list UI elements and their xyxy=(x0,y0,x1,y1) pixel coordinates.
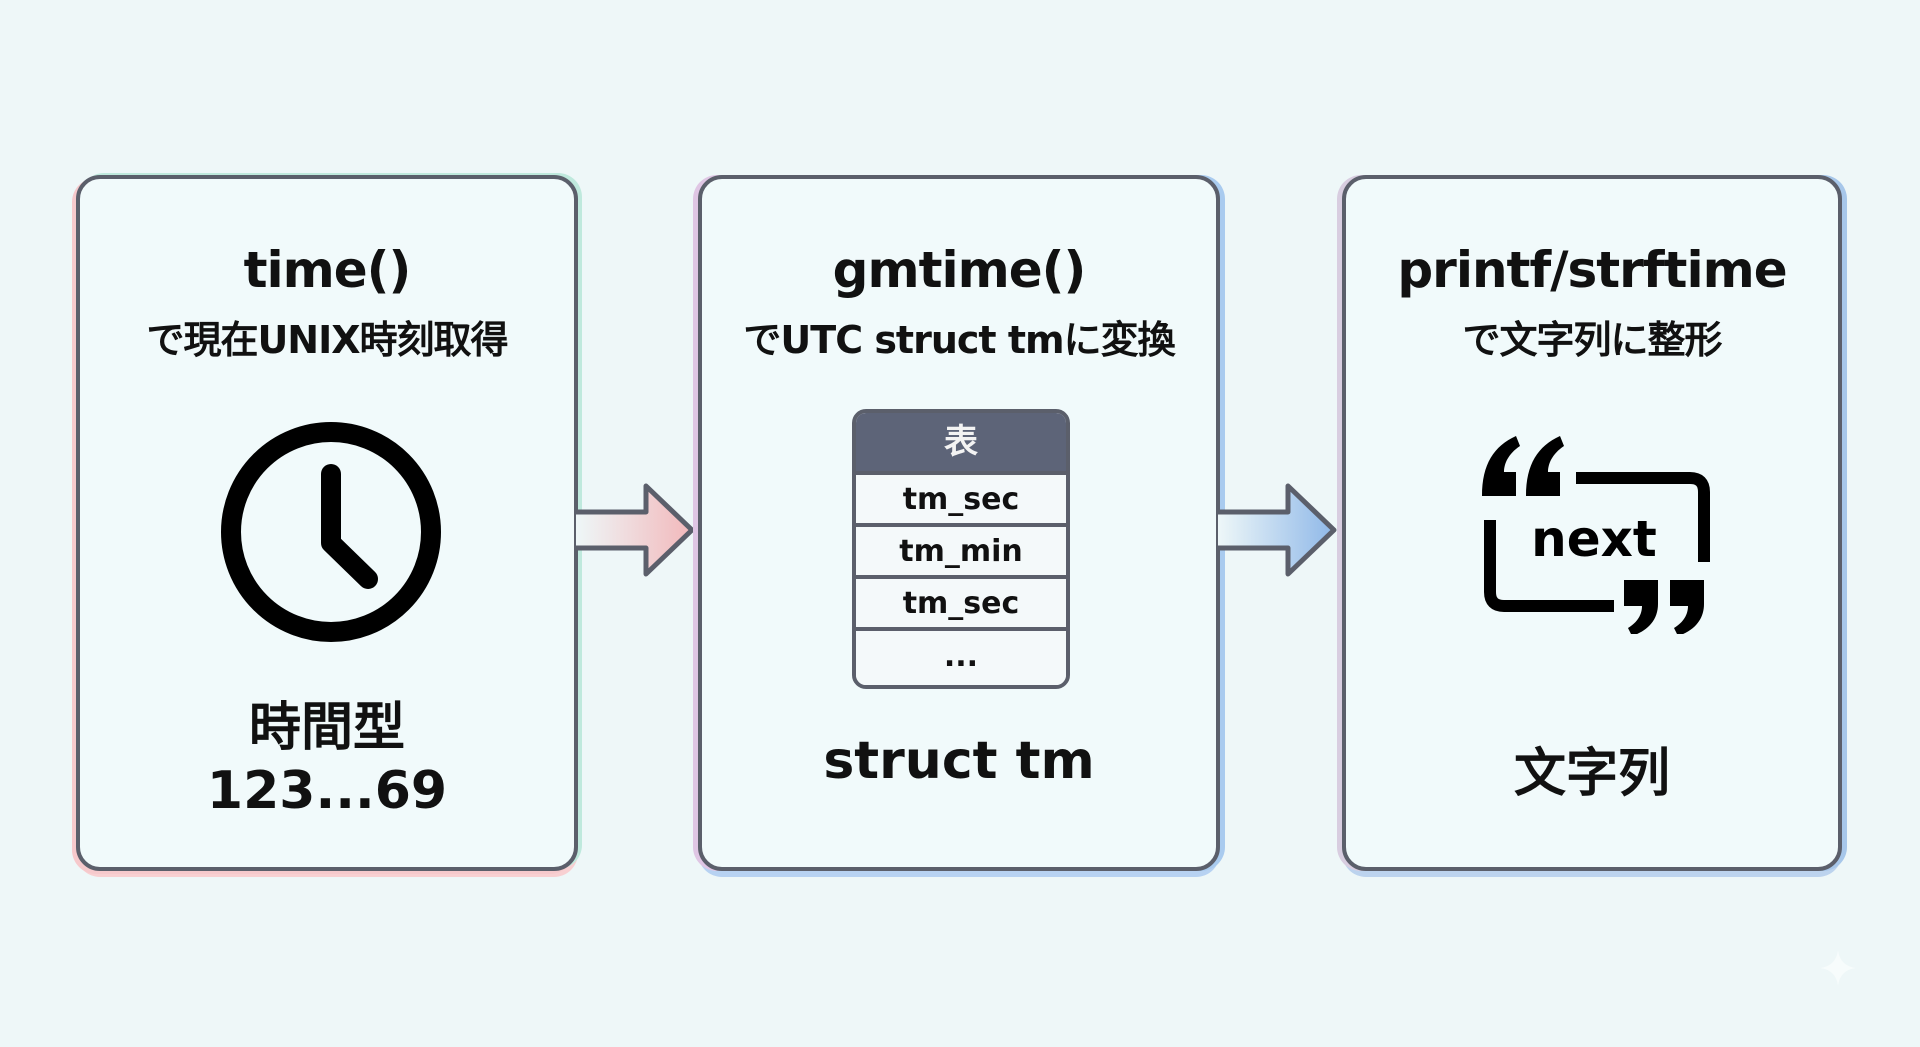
flow-arrow-1 xyxy=(574,480,698,584)
clock-icon xyxy=(218,419,444,649)
struct-tm-table: 表 tm_sec tm_min tm_sec ... xyxy=(852,409,1070,689)
type-label: 時間型 xyxy=(248,698,405,758)
timestamp-value: 123...69 xyxy=(206,761,448,821)
table-row: ... xyxy=(856,627,1066,685)
table-row: tm_sec xyxy=(856,575,1066,627)
table-row: tm_sec xyxy=(856,471,1066,523)
quote-text: next xyxy=(1531,510,1657,568)
table-header: 表 xyxy=(856,413,1066,471)
step-title: gmtime() xyxy=(832,241,1087,299)
step-card-time: time() で現在UNIX時刻取得 時間型 123...69 xyxy=(76,175,578,871)
output-label: struct tm xyxy=(823,731,1095,791)
step-title: time() xyxy=(243,241,412,299)
step-subtitle: でUTC struct tmに変換 xyxy=(743,318,1175,362)
step-card-gmtime: gmtime() でUTC struct tmに変換 表 tm_sec tm_m… xyxy=(698,175,1220,871)
step-title: printf/strftime xyxy=(1397,241,1787,299)
flow-arrow-2 xyxy=(1216,480,1340,584)
step-subtitle: で文字列に整形 xyxy=(1462,318,1722,362)
output-label: 文字列 xyxy=(1513,744,1670,804)
quote-icon: next xyxy=(1476,434,1716,638)
table-row: tm_min xyxy=(856,523,1066,575)
sparkle-icon xyxy=(1818,948,1858,988)
step-card-strftime: printf/strftime で文字列に整形 next 文字列 xyxy=(1342,175,1842,871)
step-subtitle: で現在UNIX時刻取得 xyxy=(146,318,508,362)
